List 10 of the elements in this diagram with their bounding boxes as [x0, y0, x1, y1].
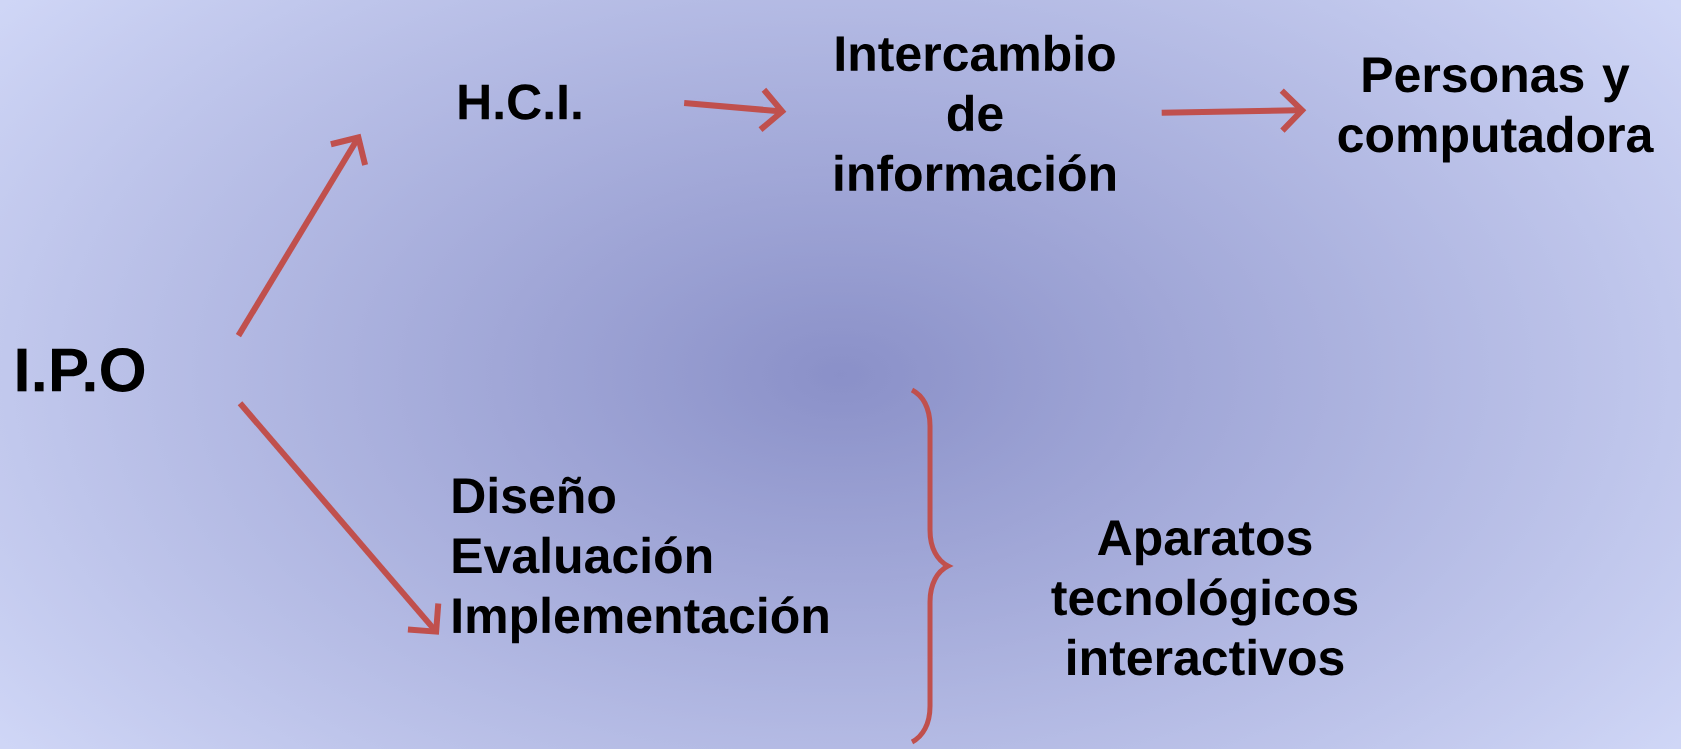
concept-label: Personas y computadora [1338, 57, 1654, 163]
concept-label: I.P.O [17, 348, 145, 392]
bullet-list: Diseño Evaluación Implementación [453, 476, 828, 644]
arrow [237, 401, 442, 635]
concept-label: H.C.I. [459, 84, 581, 120]
arrow [235, 133, 369, 338]
concept-label: Intercambio de información [835, 34, 1115, 192]
arrow [1161, 88, 1307, 133]
concept-label: Aparatos tecnológicos interactivos [1051, 520, 1358, 676]
arrow [683, 87, 787, 132]
